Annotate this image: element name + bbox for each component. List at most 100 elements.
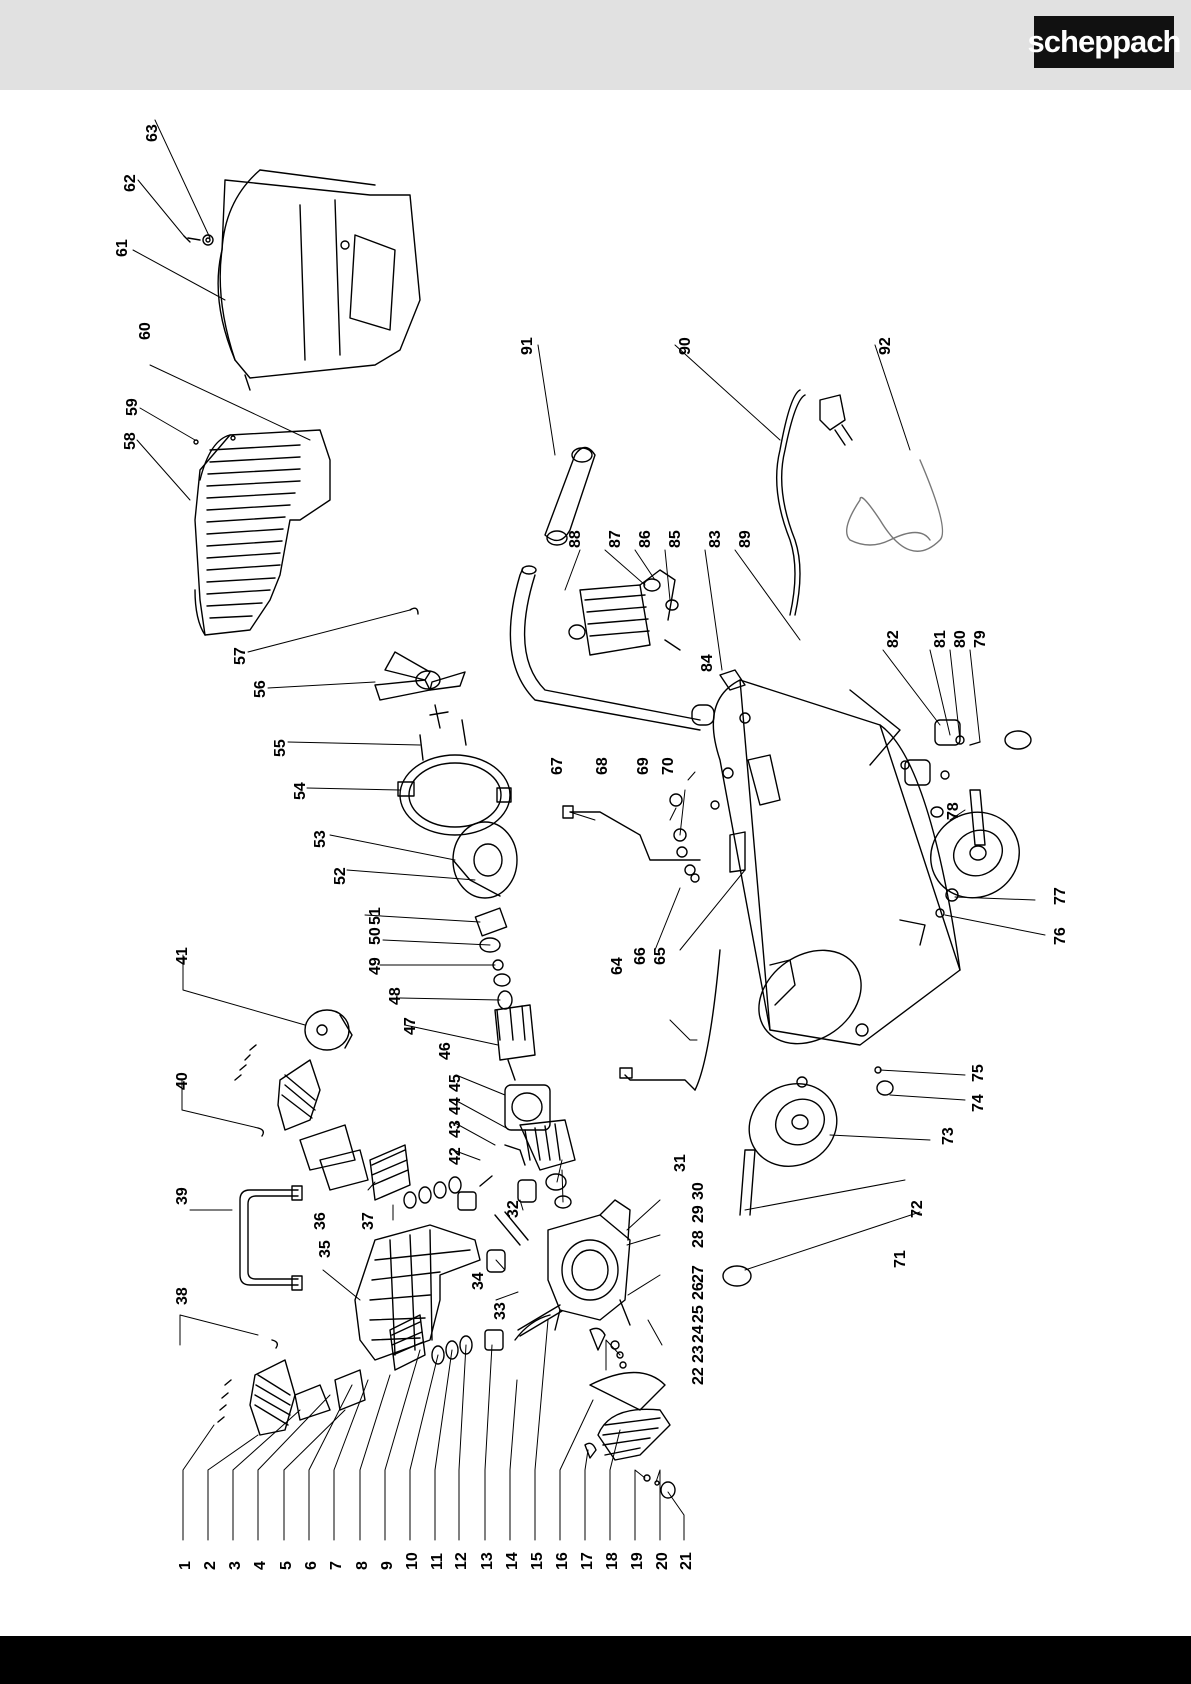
part-label: 17 [579,1552,596,1570]
part-label: 41 [174,947,191,965]
part-label: 78 [945,802,962,820]
part-label: 21 [678,1552,695,1570]
leader-lines [133,120,1045,1540]
tank-fittings [563,794,720,1090]
part-label: 53 [312,830,329,848]
part-label: 56 [252,680,269,698]
part-label: 89 [737,530,754,548]
part-label: 37 [360,1212,377,1230]
part-label: 31 [672,1154,689,1172]
part-label: 5 [278,1561,295,1570]
part-label: 79 [972,630,989,648]
fan-shroud [184,170,420,390]
part-label: 4 [252,1561,269,1570]
part-label: 11 [429,1553,446,1570]
cylinder-head-right [235,1045,368,1190]
part-label: 29 [690,1205,707,1223]
crankcase [548,1200,630,1330]
part-label: 62 [122,174,139,192]
screw-set-55 [420,705,466,760]
part-label: 44 [447,1097,464,1115]
part-label: 30 [690,1182,707,1200]
part-label: 84 [699,654,716,672]
part-label: 48 [387,987,404,1005]
part-label: 2 [202,1561,219,1570]
part-label: 47 [402,1017,419,1035]
part-label: 15 [529,1552,546,1570]
part-label: 52 [332,867,349,885]
part-label: 26 [690,1282,707,1300]
part-label: 13 [479,1552,496,1570]
part-label: 20 [654,1552,671,1570]
part-label: 73 [940,1127,957,1145]
part-label: 38 [174,1287,191,1305]
part-label: 16 [554,1552,571,1570]
part-label: 8 [354,1561,371,1570]
motor-end-cap [305,1010,352,1050]
cylinder-head-left [218,1340,365,1435]
part-label: 83 [707,530,724,548]
part-label: 28 [690,1230,707,1248]
motor-armature [495,1005,535,1080]
pressure-switch [569,570,745,690]
part-label: 68 [594,757,611,775]
part-label: 54 [292,782,309,800]
brand-logo: scheppach [1034,16,1174,68]
part-number-labels: 1 2 3 4 5 6 7 8 9 10 11 12 13 14 15 16 1… [114,124,1069,1570]
part-label: 85 [667,530,684,548]
part-label: 60 [137,322,154,340]
part-label: 12 [453,1552,470,1570]
part-label: 45 [447,1074,464,1092]
page-header: scheppach [0,0,1191,90]
part-label: 90 [677,337,694,355]
motor-housing [505,1120,575,1170]
cylinder-left [370,1145,492,1210]
part-label: 86 [637,530,654,548]
part-label: 33 [492,1302,509,1320]
part-label: 81 [932,630,949,648]
part-label: 10 [404,1552,421,1570]
part-label: 6 [303,1561,320,1570]
part-label: 1 [177,1561,194,1570]
part-label: 50 [367,927,384,945]
part-label: 65 [652,947,669,965]
part-label: 27 [690,1265,707,1283]
part-label: 70 [660,757,677,775]
part-label: 3 [227,1561,244,1570]
part-label: 61 [114,239,131,257]
part-label: 91 [519,337,536,355]
part-label: 39 [174,1187,191,1205]
part-label: 40 [174,1072,191,1090]
part-label: 35 [317,1240,334,1258]
part-label: 42 [447,1147,464,1165]
part-label: 36 [312,1212,329,1230]
part-label: 51 [367,907,384,925]
part-label: 80 [952,630,969,648]
wheel-front [734,1068,852,1182]
fan-cover-grille [194,430,330,635]
part-label: 23 [690,1345,707,1363]
part-label: 67 [549,757,566,775]
part-label: 25 [690,1305,707,1323]
part-label: 64 [609,957,626,975]
air-filter-grille [585,1409,675,1498]
part-label: 69 [635,757,652,775]
part-label: 14 [504,1552,521,1570]
part-label: 34 [470,1272,487,1290]
part-label: 87 [607,530,624,548]
part-label: 49 [367,957,384,975]
page-footer [0,1636,1191,1684]
bearing-parts [475,908,512,1009]
part-label: 88 [567,530,584,548]
crank-bearings [487,1174,571,1272]
part-label: 43 [447,1120,464,1138]
air-hose [847,460,943,551]
motor-stator [505,1085,550,1130]
part-label: 24 [690,1325,707,1343]
part-label: 55 [272,739,289,757]
part-label: 18 [604,1552,621,1570]
part-label: 46 [437,1042,454,1060]
part-label: 19 [629,1552,646,1570]
cooling-fan [375,608,465,700]
part-label: 58 [122,432,139,450]
